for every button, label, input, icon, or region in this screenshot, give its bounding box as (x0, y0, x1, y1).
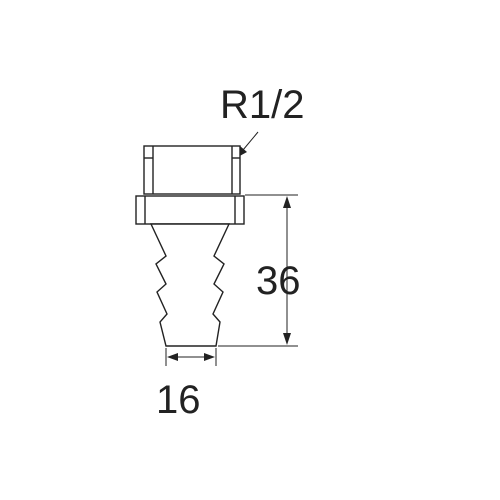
length-dimension (218, 194, 298, 347)
fitting-body (135, 145, 245, 347)
thread-section (143, 145, 241, 195)
hex-nut (135, 195, 245, 225)
thread-size-label: R1/2 (220, 83, 305, 127)
length-label: 36 (256, 259, 301, 303)
width-label: 16 (156, 378, 201, 422)
barbed-hose-tail (149, 223, 231, 347)
width-dimension (165, 348, 217, 366)
